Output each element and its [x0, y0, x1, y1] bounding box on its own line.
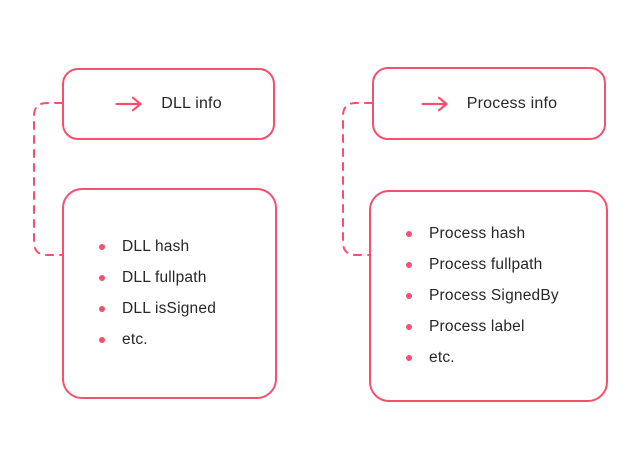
list-item-label: etc. [122, 331, 148, 348]
arrow-right-icon [421, 96, 448, 111]
dll-info-title: DLL info [161, 95, 222, 112]
list-item-label: Process label [429, 318, 525, 335]
arrow-right-icon [115, 96, 142, 112]
list-item-label: DLL hash [122, 238, 190, 255]
process-info-header-box: Process info [372, 67, 606, 140]
list-item-label: DLL isSigned [122, 300, 217, 317]
dll-info-header-box: DLL info [62, 68, 275, 140]
list-item: etc. [406, 343, 606, 374]
dot-icon [406, 231, 412, 237]
list-item: DLL hash [99, 232, 275, 263]
list-item-label: DLL fullpath [122, 269, 207, 286]
list-item: etc. [99, 325, 275, 356]
dot-icon [99, 306, 105, 312]
dot-icon [406, 262, 412, 268]
dot-icon [406, 293, 412, 299]
list-item-label: Process SignedBy [429, 287, 559, 304]
list-item-label: Process hash [429, 225, 526, 242]
dot-icon [406, 355, 412, 361]
dll-connector-line [33, 102, 63, 256]
process-info-title: Process info [466, 94, 558, 112]
dot-icon [406, 324, 412, 330]
list-item-label: etc. [429, 349, 455, 366]
dot-icon [99, 244, 105, 250]
list-item: Process fullpath [406, 250, 606, 281]
dot-icon [99, 337, 105, 343]
list-item: Process label [406, 312, 606, 343]
list-item: Process SignedBy [406, 281, 606, 312]
list-item-label: Process fullpath [429, 256, 543, 273]
list-item: DLL fullpath [99, 263, 275, 294]
list-item: Process hash [406, 219, 606, 250]
list-item: DLL isSigned [99, 294, 275, 325]
process-connector-line [342, 102, 373, 256]
dot-icon [99, 275, 105, 281]
